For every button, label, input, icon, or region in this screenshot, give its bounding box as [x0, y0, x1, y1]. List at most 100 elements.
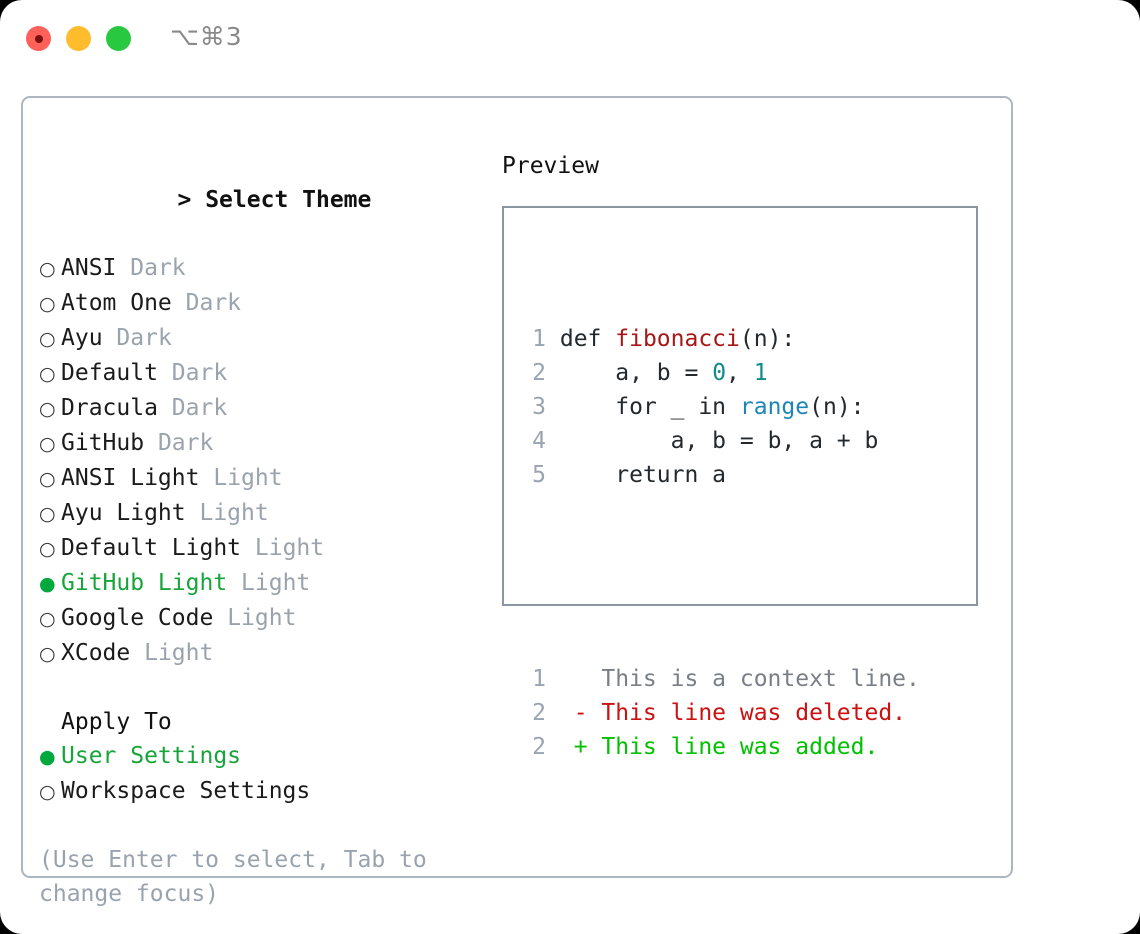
radio-unselected-icon: ○: [39, 398, 56, 420]
theme-option-label: Ayu Light: [61, 500, 186, 526]
theme-option-kind: Light: [241, 570, 311, 596]
diff-line-text: This is a context line.: [546, 666, 920, 692]
code-token-plain: ,: [726, 360, 754, 386]
theme-picker-heading-label: Select Theme: [205, 187, 372, 213]
diff-line-ctx: 1 This is a context line.: [522, 662, 920, 696]
diff-line-text: - This line was deleted.: [546, 700, 907, 726]
code-token-plain: def: [559, 326, 616, 352]
line-number: 1: [532, 666, 546, 692]
theme-option-label: GitHub Light: [61, 570, 228, 596]
preview-title: Preview: [502, 153, 599, 179]
theme-option-label: Default Light: [61, 535, 242, 561]
radio-unselected-icon: ○: [39, 608, 56, 630]
apply-to-list: ●User Settings○Workspace Settings: [39, 739, 479, 809]
diff-line-add: 2 + This line was added.: [522, 730, 920, 764]
theme-option-label: Default: [61, 360, 158, 386]
theme-option-dracula[interactable]: ○Dracula Dark: [39, 391, 479, 426]
apply-to-heading: Apply To: [61, 709, 172, 735]
theme-option-label: Dracula: [61, 395, 158, 421]
code-token-plain: a, b = b, a + b: [559, 428, 879, 454]
theme-option-label: Atom One: [61, 290, 172, 316]
theme-option-kind: Light: [213, 465, 283, 491]
close-button-icon[interactable]: [26, 26, 51, 51]
code-token-plain: (n):: [809, 394, 865, 420]
theme-option-label: Ayu: [61, 325, 103, 351]
theme-option-github-light[interactable]: ●GitHub Light Light: [39, 566, 479, 601]
theme-option-kind: Dark: [130, 255, 186, 281]
code-line: 4 a, b = b, a + b: [522, 424, 920, 458]
diff-line-text: + This line was added.: [546, 734, 879, 760]
maximize-button-icon[interactable]: [106, 26, 131, 51]
theme-picker-heading: > Select Theme: [39, 149, 479, 251]
radio-unselected-icon: ○: [39, 468, 56, 490]
theme-option-ansi-light[interactable]: ○ANSI Light Light: [39, 461, 479, 496]
radio-unselected-icon: ○: [39, 328, 56, 350]
theme-option-default-light[interactable]: ○Default Light Light: [39, 531, 479, 566]
code-line: 5 return a: [522, 458, 920, 492]
theme-picker-panel: > Select Theme ○ANSI Dark○Atom One Dark○…: [39, 149, 479, 911]
radio-unselected-icon: ○: [39, 538, 56, 560]
apply-to-option-label: Workspace Settings: [61, 778, 311, 804]
line-number: 2: [532, 360, 546, 386]
theme-option-default[interactable]: ○Default Dark: [39, 356, 479, 391]
theme-option-kind: Dark: [171, 395, 228, 421]
theme-option-kind: Light: [144, 640, 214, 666]
radio-unselected-icon: ○: [39, 781, 56, 803]
code-token-plain: return a: [559, 462, 727, 488]
caret-icon: >: [177, 187, 192, 213]
theme-option-kind: Dark: [171, 360, 228, 386]
minimize-button-icon[interactable]: [66, 26, 91, 51]
radio-unselected-icon: ○: [39, 363, 56, 385]
code-token-kw: range: [739, 394, 810, 420]
theme-option-label: ANSI Light: [61, 465, 200, 491]
traffic-lights: [26, 26, 131, 51]
title-bar: ⌥⌘3: [0, 0, 1140, 78]
apply-to-option-user-settings[interactable]: ●User Settings: [39, 739, 479, 774]
apply-to-option-workspace-settings[interactable]: ○Workspace Settings: [39, 774, 479, 809]
theme-option-kind: Light: [199, 500, 269, 526]
code-token-plain: a, b =: [559, 360, 713, 386]
main-card: > Select Theme ○ANSI Dark○Atom One Dark○…: [21, 96, 1013, 907]
theme-list: ○ANSI Dark○Atom One Dark○Ayu Dark○Defaul…: [39, 251, 479, 671]
theme-option-atom-one[interactable]: ○Atom One Dark: [39, 286, 479, 321]
theme-option-label: XCode: [61, 640, 131, 666]
radio-unselected-icon: ○: [39, 433, 56, 455]
code-token-num: 1: [753, 360, 768, 386]
theme-option-kind: Light: [254, 535, 325, 561]
line-number: 5: [532, 462, 546, 488]
diff-line-del: 2 - This line was deleted.: [522, 696, 920, 730]
code-line: 2 a, b = 0, 1: [522, 356, 920, 390]
diff-block: 1 This is a context line.2 - This line w…: [522, 662, 920, 764]
theme-option-ayu[interactable]: ○Ayu Dark: [39, 321, 479, 356]
theme-option-kind: Dark: [185, 290, 242, 316]
line-number: 2: [532, 734, 546, 760]
apply-to-option-label: User Settings: [61, 743, 242, 769]
theme-option-github[interactable]: ○GitHub Dark: [39, 426, 479, 461]
radio-unselected-icon: ○: [39, 643, 56, 665]
line-number: 4: [532, 428, 546, 454]
code-token-num: 0: [712, 360, 727, 386]
code-line: 3 for _ in range(n):: [522, 390, 920, 424]
theme-option-xcode[interactable]: ○XCode Light: [39, 636, 479, 671]
theme-option-google-code[interactable]: ○Google Code Light: [39, 601, 479, 636]
theme-option-kind: Light: [227, 605, 297, 631]
radio-selected-icon: ●: [39, 746, 56, 768]
line-number: 1: [532, 326, 546, 352]
theme-option-ayu-light[interactable]: ○Ayu Light Light: [39, 496, 479, 531]
theme-option-kind: Dark: [157, 430, 214, 456]
keyboard-shortcut-label: ⌥⌘3: [170, 22, 243, 51]
keyboard-hint-text: (Use Enter to select, Tab to change focu…: [39, 847, 427, 907]
theme-option-ansi[interactable]: ○ANSI Dark: [39, 251, 479, 286]
theme-option-kind: Dark: [116, 325, 172, 351]
theme-option-label: Google Code: [61, 605, 214, 631]
code-token-plain: for _ in: [559, 394, 740, 420]
code-token-plain: (n):: [739, 326, 796, 352]
code-token-fn: fibonacci: [615, 326, 740, 352]
radio-selected-icon: ●: [39, 573, 56, 595]
theme-option-label: GitHub: [61, 430, 145, 456]
line-number: 3: [532, 394, 546, 420]
radio-unselected-icon: ○: [39, 293, 56, 315]
